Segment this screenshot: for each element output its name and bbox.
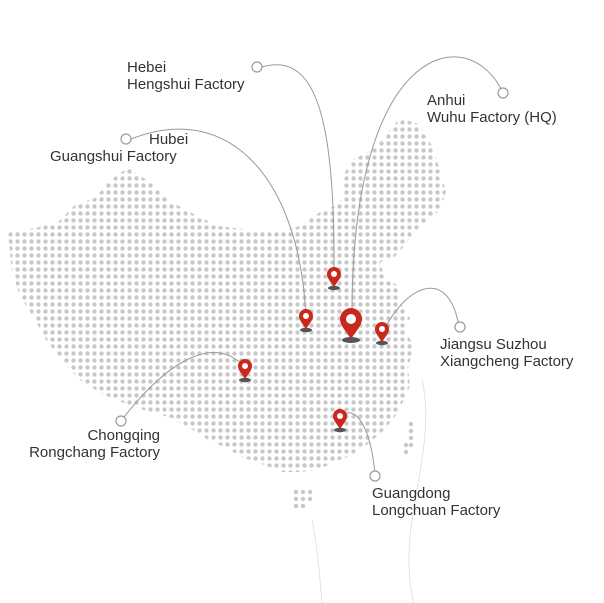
sea-line-decoration bbox=[408, 379, 427, 603]
taiwan-island-dots bbox=[403, 421, 414, 455]
province-name: Guangdong bbox=[372, 485, 451, 502]
location-pin-icon-hebei[interactable] bbox=[327, 267, 341, 291]
sea-line-decoration bbox=[311, 519, 323, 603]
factory-label-guangdong: Guangdong Longchuan Factory bbox=[372, 485, 500, 519]
factory-name: Wuhu Factory (HQ) bbox=[427, 109, 557, 126]
factory-label-chongqing: Chongqing Rongchang Factory bbox=[6, 427, 160, 461]
province-name: Hubei bbox=[149, 131, 189, 148]
connector-line-chongqing bbox=[120, 352, 246, 422]
anchor-circle-jiangsu bbox=[454, 321, 466, 333]
province-name: Chongqing bbox=[87, 427, 160, 444]
factory-label-hubei: Hubei Guangshui Factory bbox=[50, 131, 188, 165]
anchor-circle-hubei bbox=[120, 133, 132, 145]
connector-line-jiangsu bbox=[383, 287, 460, 331]
connector-line-hubei bbox=[130, 128, 307, 319]
anchor-circle-chongqing bbox=[115, 415, 127, 427]
connector-line-anhui bbox=[351, 56, 504, 321]
anchor-circle-hebei bbox=[251, 61, 263, 73]
province-name: Hebei bbox=[127, 59, 167, 76]
location-pin-icon-guangdong[interactable] bbox=[333, 409, 347, 433]
location-pin-icon-chongqing[interactable] bbox=[238, 359, 252, 383]
location-pin-icon-anhui-hq[interactable] bbox=[340, 308, 362, 343]
factory-label-hebei: Hebei Hengshui Factory bbox=[127, 59, 245, 93]
factory-label-anhui: Anhui Wuhu Factory (HQ) bbox=[427, 92, 557, 126]
factory-name: Hengshui Factory bbox=[127, 76, 245, 93]
province-name: Anhui bbox=[427, 92, 466, 109]
factory-label-jiangsu: Jiangsu Suzhou Xiangcheng Factory bbox=[440, 336, 573, 370]
location-pin-icon-jiangsu[interactable] bbox=[375, 322, 389, 346]
anchor-circle-anhui bbox=[497, 87, 509, 99]
factory-name: Xiangcheng Factory bbox=[440, 353, 574, 370]
factory-name: Rongchang Factory bbox=[29, 444, 160, 461]
anchor-circle-guangdong bbox=[369, 470, 381, 482]
hainan-island-dots bbox=[293, 489, 313, 509]
factory-name: Longchuan Factory bbox=[372, 502, 501, 519]
factory-name: Guangshui Factory bbox=[50, 148, 177, 165]
connector-line-hebei bbox=[261, 64, 335, 279]
location-pin-icon-hubei[interactable] bbox=[299, 309, 313, 333]
province-name: Jiangsu Suzhou bbox=[440, 336, 547, 353]
